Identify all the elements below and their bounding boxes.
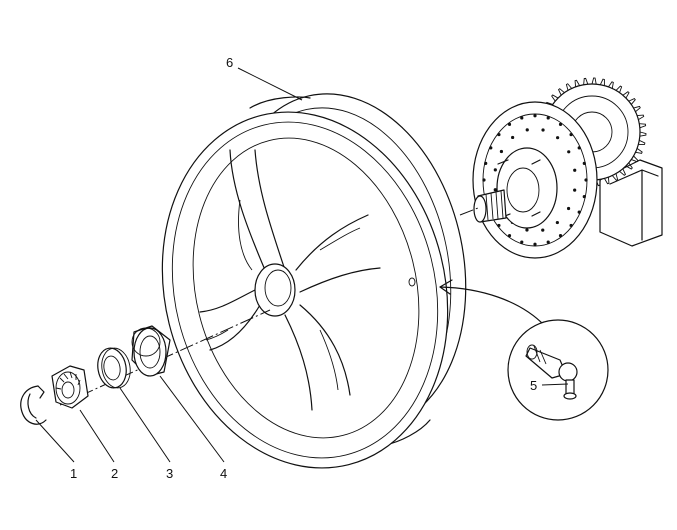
callout-label-3: 3 <box>166 466 173 481</box>
hub-axis-line <box>459 207 479 216</box>
callout-label-6: 6 <box>226 55 233 70</box>
disc-hole <box>482 178 486 182</box>
disc-hole <box>499 149 504 154</box>
disc-hole <box>546 116 550 120</box>
sprocket-tooth <box>622 91 630 99</box>
rear-wheel-rim-icon <box>161 93 467 469</box>
sprocket-tooth <box>599 78 605 86</box>
disc-hole <box>584 178 588 182</box>
disc-hole <box>573 168 577 172</box>
disc-hole <box>507 122 512 126</box>
hub-nut-icon <box>51 365 89 409</box>
disc-hole <box>555 220 559 225</box>
disc-hole <box>569 132 573 137</box>
sprocket-tooth <box>619 168 627 176</box>
disc-hole <box>546 240 550 244</box>
sprocket-tooth <box>635 148 643 154</box>
disc-hole <box>582 195 586 199</box>
sprocket-tooth <box>631 155 639 163</box>
tyre-valve-icon <box>439 279 609 421</box>
disc-hole <box>566 206 571 211</box>
sprocket-tooth <box>639 131 647 137</box>
sprocket-tooth <box>625 162 633 170</box>
sprocket-tooth <box>604 177 610 185</box>
disc-hole <box>520 240 524 244</box>
disc-hole <box>567 150 571 154</box>
disc-hole <box>525 128 529 132</box>
disc-hole <box>573 188 577 192</box>
spacer-bushing-icon <box>131 325 171 377</box>
disc-hole <box>556 136 560 140</box>
sprocket-tooth <box>608 81 614 89</box>
disc-hole <box>520 116 524 120</box>
callout-label-4: 4 <box>220 466 227 481</box>
sprocket-tooth <box>637 114 645 120</box>
disc-hole <box>497 132 501 137</box>
sprocket-tooth <box>639 123 647 129</box>
sprocket-tooth <box>583 77 589 85</box>
callout-label-5: 5 <box>530 378 537 393</box>
disc-hole <box>533 114 537 118</box>
disc-hole <box>541 228 545 232</box>
sprocket-tooth <box>615 85 623 93</box>
sprocket-tooth <box>551 94 559 102</box>
disc-hole <box>577 146 581 150</box>
brake-disc-sprocket-hub-icon <box>472 77 663 259</box>
disc-hole <box>507 234 512 238</box>
sprocket-tooth <box>565 83 573 91</box>
disc-hole <box>569 223 573 228</box>
sprocket-tooth <box>557 88 565 96</box>
sprocket-tooth <box>633 105 641 113</box>
callout-label-1: 1 <box>70 466 77 481</box>
disc-hole <box>577 210 581 214</box>
disc-hole <box>525 228 529 232</box>
sprocket-tooth <box>574 79 580 87</box>
disc-hole <box>484 161 488 165</box>
disc-hole <box>533 242 537 246</box>
disc-hole <box>489 146 493 150</box>
washer-icon <box>97 347 131 389</box>
disc-hole <box>558 122 563 126</box>
disc-hole <box>582 161 586 165</box>
leader-lines <box>35 67 569 463</box>
circlip-icon <box>20 385 47 425</box>
sprocket-tooth <box>591 77 597 85</box>
disc-hole <box>493 168 497 172</box>
sprocket-tooth <box>628 97 636 105</box>
disc-hole <box>541 128 545 132</box>
disc-hole <box>497 223 501 228</box>
disc-hole <box>511 135 515 140</box>
callout-label-2: 2 <box>111 466 118 481</box>
sprocket-tooth <box>638 139 646 145</box>
disc-hole <box>558 234 563 238</box>
disc-hole <box>493 188 497 192</box>
sprocket-tooth <box>611 173 619 181</box>
